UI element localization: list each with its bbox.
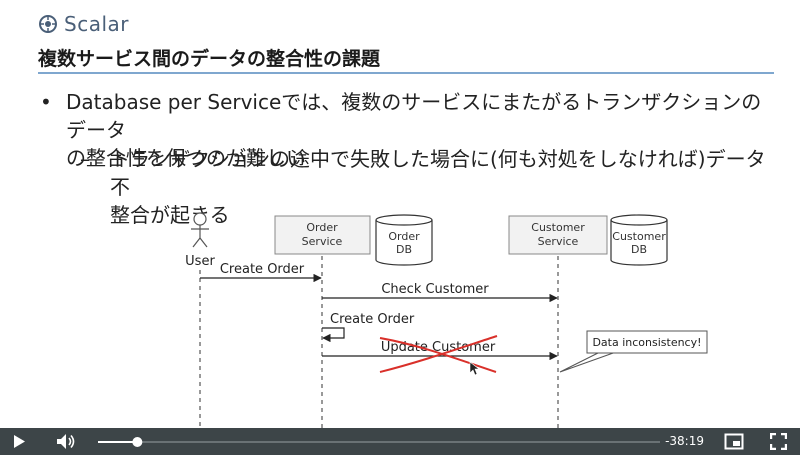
time-remaining: -38:19 — [665, 434, 704, 448]
order-service-label-1: Order — [306, 221, 338, 234]
callout-pointer — [559, 351, 617, 373]
create-order-self-arrow — [322, 327, 345, 343]
mouse-cursor-icon — [469, 361, 480, 376]
customer-db-icon — [610, 214, 668, 266]
sequence-diagram: User Order Service Order DB Customer Ser… — [185, 212, 708, 428]
user-actor-icon — [191, 212, 209, 248]
title-rule — [38, 72, 774, 74]
customer-db-label-1: Customer — [612, 230, 666, 243]
sub-bullet-marker: – — [80, 147, 90, 171]
customer-db-label-2: DB — [631, 243, 647, 256]
video-player-controls: -38:19 — [0, 428, 800, 455]
bullet-line-2: の整合性を保つのが難しい — [66, 146, 306, 170]
customer-service-label-2: Service — [538, 235, 579, 248]
logo: Scalar — [38, 12, 129, 36]
bullet-point: • Database per Serviceでは、複数のサービスにまたがるトラン… — [38, 88, 778, 172]
picture-in-picture-icon[interactable] — [724, 433, 744, 450]
play-icon[interactable] — [12, 434, 26, 449]
progress-track — [98, 441, 660, 443]
create-order-label-1: Create Order — [220, 262, 305, 277]
volume-icon[interactable] — [56, 433, 76, 450]
scalar-logo-icon — [39, 15, 57, 33]
sub-bullet-line-2: 整合が起きる — [110, 203, 230, 227]
order-service-label-2: Service — [302, 235, 343, 248]
sub-bullet-point: – トランザクションの途中で失敗した場合に(何も対処をしなければ)データ不 整合… — [80, 145, 780, 229]
slide: Scalar 複数サービス間のデータの整合性の課題 • Database per… — [38, 12, 780, 428]
bullet-marker: • — [40, 90, 52, 114]
callout-box — [586, 330, 708, 354]
progress-fill — [98, 441, 138, 443]
user-label: User — [185, 254, 215, 269]
slide-title: 複数サービス間のデータの整合性の課題 — [38, 48, 381, 70]
logo-text: Scalar — [64, 12, 129, 36]
order-db-label-1: Order — [388, 230, 420, 243]
order-service-box — [274, 215, 371, 255]
check-customer-label: Check Customer — [381, 282, 489, 297]
order-db-label-2: DB — [396, 243, 412, 256]
sub-bullet-line-1: トランザクションの途中で失敗した場合に(何も対処をしなければ)データ不 — [110, 147, 766, 199]
order-db-icon — [375, 214, 433, 266]
customer-service-box — [508, 215, 608, 255]
failure-cross-mark — [379, 335, 498, 373]
fullscreen-icon[interactable] — [770, 433, 787, 450]
progress-slider[interactable] — [98, 436, 660, 448]
progress-knob[interactable] — [132, 437, 143, 447]
callout-text: Data inconsistency! — [592, 336, 701, 349]
customer-service-label-1: Customer — [531, 221, 585, 234]
bullet-line-1: Database per Serviceでは、複数のサービスにまたがるトランザク… — [66, 90, 762, 142]
create-order-label-2: Create Order — [330, 312, 415, 327]
